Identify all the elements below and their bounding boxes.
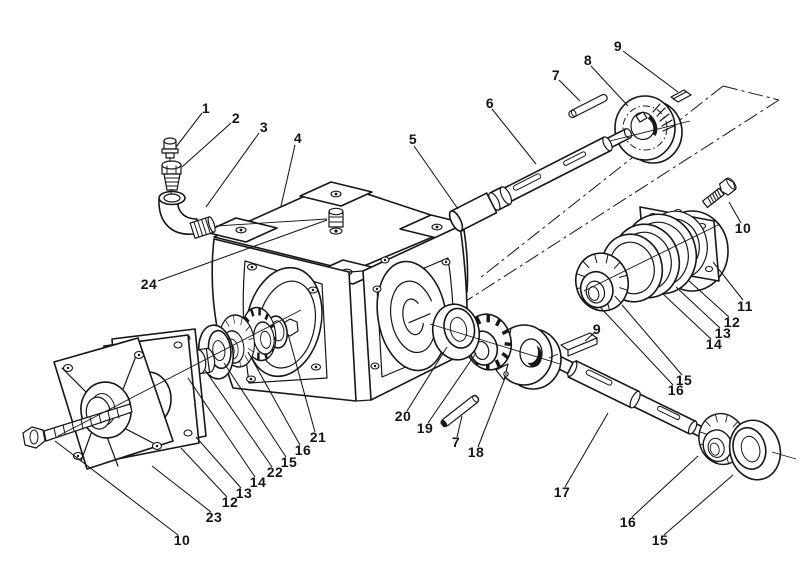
- callout-label-13-left: 13: [236, 485, 253, 501]
- callout-label-1: 1: [202, 100, 210, 116]
- callout-labels: 1 2 3 4 5 6 7 8 9 10 11 12 13 14 15 16 9…: [141, 38, 753, 548]
- part-bearing-cup-lower: [728, 419, 782, 481]
- callout-label-17: 17: [554, 484, 571, 500]
- callout-label-5: 5: [409, 131, 417, 147]
- callout-label-6: 6: [486, 95, 494, 111]
- part-square-key-upper: [670, 89, 692, 103]
- callout-label-15-left: 15: [281, 454, 298, 470]
- callout-label-16-right: 16: [668, 382, 685, 398]
- part-gear-housing: [204, 181, 473, 402]
- callout-label-19: 19: [417, 420, 434, 436]
- callout-label-18: 18: [468, 444, 485, 460]
- part-bearing-flange-assembly-right: [568, 177, 737, 318]
- callout-label-2: 2: [232, 110, 240, 126]
- part-grease-fitting-cap: [161, 137, 179, 159]
- callout-label-4: 4: [294, 130, 302, 146]
- callout-label-10-right: 10: [735, 220, 752, 236]
- callout-label-12-right: 12: [724, 314, 741, 330]
- callout-label-21: 21: [310, 429, 327, 445]
- callout-label-12-left: 12: [222, 494, 239, 510]
- callout-label-16-lower: 16: [620, 514, 637, 530]
- callout-label-3: 3: [260, 119, 268, 135]
- callout-label-15-lower: 15: [652, 532, 669, 548]
- callout-label-13-right: 13: [715, 325, 732, 341]
- callout-label-24: 24: [141, 276, 158, 292]
- part-coupling-hub: [614, 95, 683, 164]
- callout-label-7-lower: 7: [452, 434, 460, 450]
- part-key-upper: [568, 93, 608, 119]
- callout-label-10-left: 10: [174, 532, 191, 548]
- phantom-reference-lines: [451, 85, 780, 311]
- callout-label-23: 23: [206, 509, 223, 525]
- part-input-shaft: [448, 128, 633, 232]
- callout-label-11: 11: [737, 298, 753, 314]
- callout-label-14-left: 14: [250, 474, 267, 490]
- callout-label-14-right: 14: [706, 336, 723, 352]
- callout-label-20: 20: [395, 408, 412, 424]
- callout-label-9-upper: 9: [614, 38, 622, 54]
- part-bearing-cover-flange: [53, 337, 174, 470]
- callout-label-16-left: 16: [295, 442, 312, 458]
- part-vent-plug: [328, 207, 344, 235]
- callout-label-7-upper: 7: [552, 67, 560, 83]
- part-square-key-lower: [560, 332, 598, 357]
- part-roll-pin: [440, 394, 480, 428]
- part-flange-bolt-right: [701, 177, 737, 209]
- part-output-shaft: [551, 354, 713, 441]
- callout-label-8: 8: [584, 52, 592, 68]
- part-output-gear-group: [237, 303, 299, 365]
- part-elbow-fitting: [158, 190, 216, 239]
- part-grease-fitting: [161, 160, 182, 191]
- callout-label-9-lower: 9: [593, 321, 601, 337]
- assembly-axis-lines: [57, 120, 797, 460]
- callout-label-15-right: 15: [676, 372, 693, 388]
- callout-label-22: 22: [267, 464, 284, 480]
- callout-leader-lines: [54, 50, 744, 536]
